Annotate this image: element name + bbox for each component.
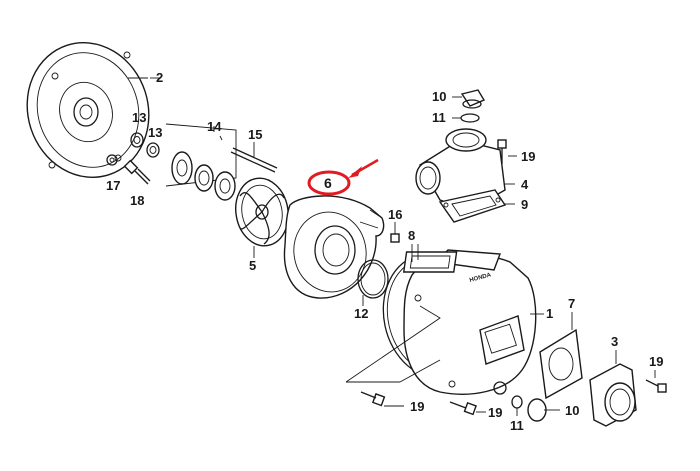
callout-5: 5 (249, 258, 256, 273)
assembly-guide-lines (150, 77, 441, 383)
callout-13-upper: 13 (132, 110, 146, 125)
seal-parts-left (106, 132, 160, 185)
callout-labels: 1 2 3 4 5 6 7 8 9 10 10 11 11 12 13 13 1… (106, 70, 663, 433)
callout-10-bottom: 10 (565, 403, 579, 418)
callout-19-lower-left: 19 (410, 399, 424, 414)
bolt-18 (123, 159, 151, 185)
outlet-gasket-9 (438, 189, 515, 223)
callout-3: 3 (611, 334, 618, 349)
bolt-19-right (645, 370, 667, 393)
callout-9: 9 (521, 197, 528, 212)
highlight-marker (307, 158, 379, 196)
callout-18: 18 (130, 193, 144, 208)
cover-plate-part (26, 42, 150, 178)
lower-hardware (360, 370, 667, 422)
bolt-19-lower-left (360, 391, 404, 407)
inlet-fitting-3 (589, 350, 637, 427)
callout-4: 4 (521, 177, 529, 192)
drain-cap-bottom (511, 395, 560, 422)
callout-10-top: 10 (432, 89, 446, 104)
callout-12: 12 (354, 306, 368, 321)
callout-17: 17 (106, 178, 120, 193)
callout-19-lower-middle: 19 (488, 405, 502, 420)
callout-7: 7 (568, 296, 575, 311)
stud-bolt-15 (230, 142, 278, 173)
bolt-19-lower-middle (449, 401, 486, 416)
filler-cap-top (452, 89, 486, 123)
nut-16 (390, 222, 400, 243)
impeller-part (235, 177, 289, 258)
callout-14: 14 (207, 119, 222, 134)
o-ring-12 (357, 259, 389, 306)
mechanical-seal-assembly (165, 123, 237, 201)
callout-6: 6 (324, 175, 332, 191)
callout-8: 8 (408, 228, 415, 243)
volute-case-part (283, 195, 385, 299)
callout-2: 2 (156, 70, 163, 85)
callout-11-bottom: 11 (510, 418, 524, 433)
callout-19-right: 19 (649, 354, 663, 369)
callout-15: 15 (248, 127, 262, 142)
gasket-7 (539, 312, 583, 400)
callout-13-lower: 13 (148, 125, 162, 140)
svg-text:HONDA: HONDA (469, 272, 492, 284)
bolt-19-top (497, 139, 517, 164)
callout-1: 1 (546, 306, 553, 321)
pump-casing-part: HONDA (382, 244, 544, 395)
callout-11-top: 11 (432, 110, 446, 125)
callout-16: 16 (388, 207, 402, 222)
callout-19-top: 19 (521, 149, 535, 164)
arrow-head-icon (348, 166, 362, 178)
